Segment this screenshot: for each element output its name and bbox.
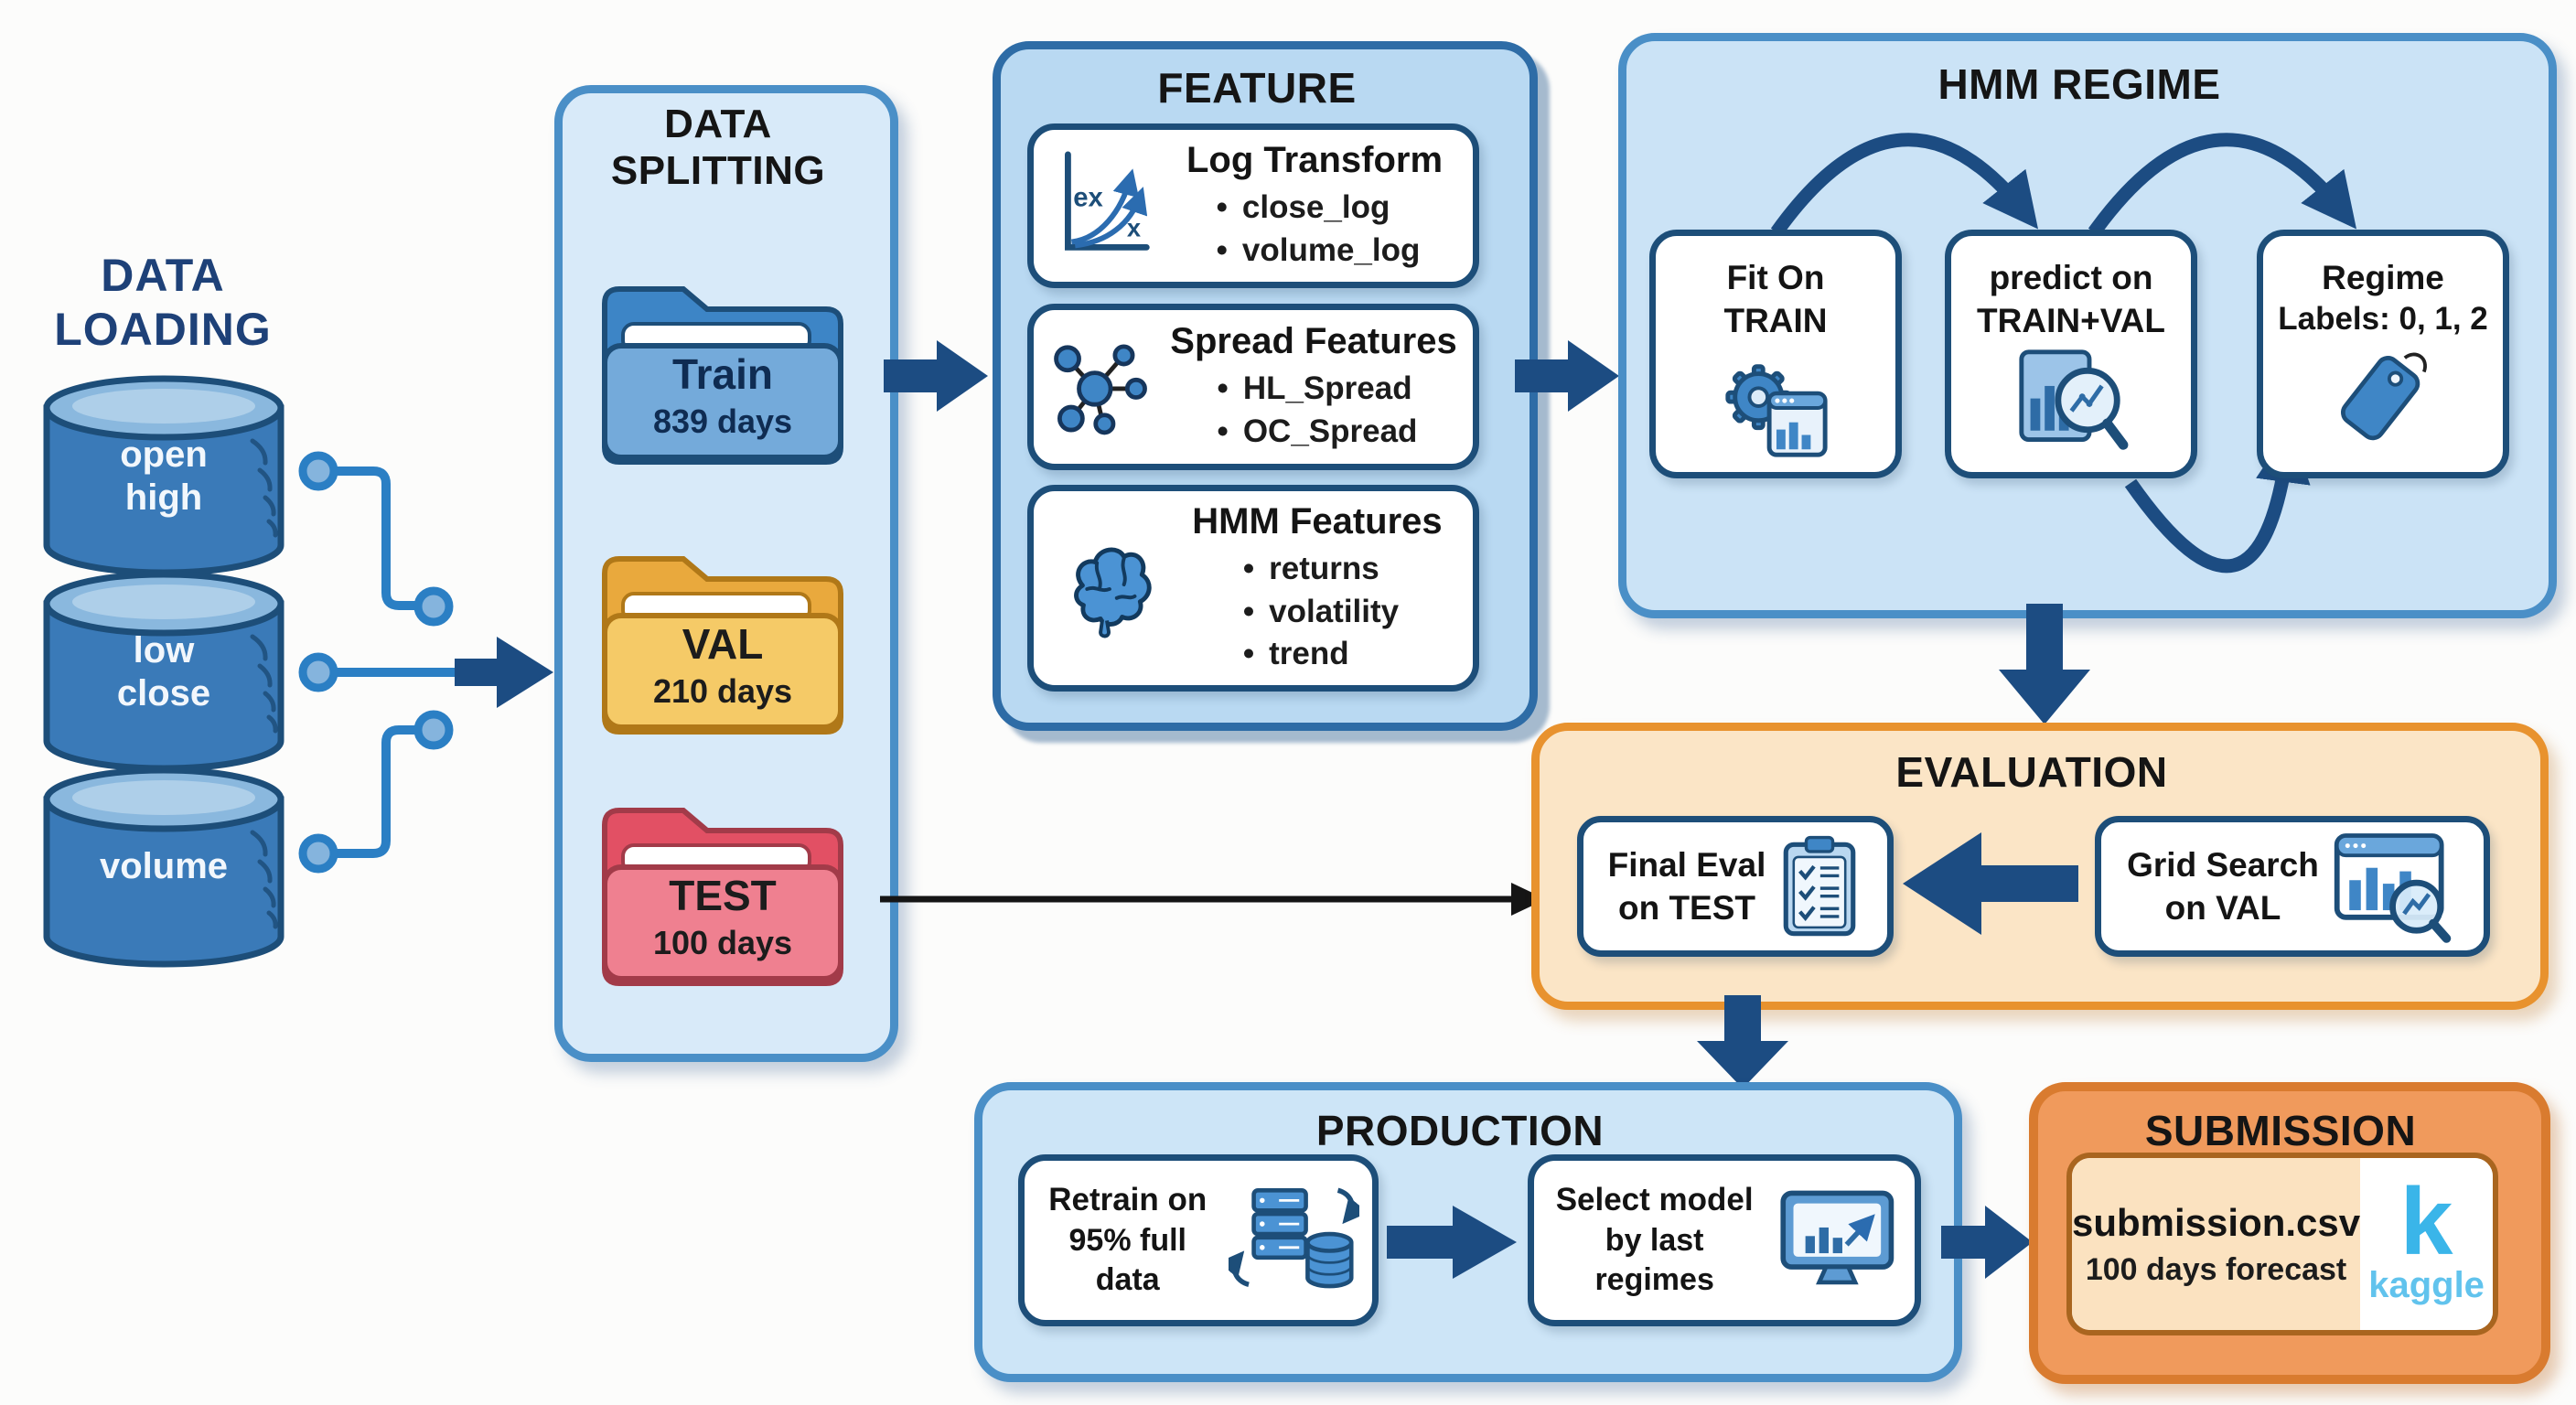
arrow-retrain-to-select [1387, 1206, 1517, 1279]
card-line: Labels: 0, 1, 2 [2278, 301, 2488, 338]
card-line: TRAIN+VAL [1977, 302, 2165, 340]
arrow-loading-to-splitting [455, 637, 553, 708]
card-title: HMM Features [1192, 500, 1443, 542]
db-label-open-high: open high [120, 434, 208, 519]
folder-test-label: TEST [669, 872, 777, 919]
feature-item: close_log [1217, 187, 1421, 230]
card-title: Spread Features [1170, 321, 1457, 362]
feature-item: volatility [1243, 591, 1399, 634]
spread-features-card: Spread Features HL_Spread OC_Spread [1027, 304, 1479, 470]
folder-test-icon [602, 808, 843, 986]
arrow-evaluation-to-production [1697, 995, 1788, 1089]
card-line: Regime [2322, 259, 2444, 296]
exp-curve-icon: ex x [1065, 151, 1150, 251]
log-transform-card: ex x Log Transform close_log volume_log [1027, 123, 1479, 288]
card-line: Final Eval [1607, 845, 1766, 884]
arrow-test-to-evaluation [880, 883, 1546, 916]
feature-item: returns [1243, 548, 1399, 591]
hmm-flow-arrows [1770, 133, 2357, 574]
card-title: Log Transform [1186, 140, 1444, 181]
feature-title: FEATURE [1157, 64, 1357, 112]
feature-item: trend [1243, 633, 1399, 676]
card-line: predict on [1989, 259, 2153, 296]
retrain-card: Retrain on 95% full data [1018, 1154, 1379, 1326]
monitor-chart-icon [1780, 1190, 1894, 1285]
submission-file-desc: 100 days forecast [2085, 1251, 2347, 1287]
submission-file-name: submission.csv [2072, 1200, 2361, 1244]
window-chart-magnifier-icon [2334, 833, 2452, 943]
arrow-hmm-to-evaluation [1999, 604, 2090, 724]
chart-magnifier-icon [2019, 349, 2129, 450]
arrow-feature-to-hmm [1515, 340, 1619, 412]
production-title: PRODUCTION [1315, 1107, 1605, 1154]
kaggle-wordmark: kaggle [2368, 1264, 2485, 1305]
data-splitting-title: DATA SPLITTING [610, 102, 826, 194]
feature-item: HL_Spread [1218, 368, 1418, 411]
submission-title: SUBMISSION [2144, 1107, 2417, 1154]
circuit-connector-icon [298, 451, 464, 874]
gear-window-icon [1725, 363, 1828, 457]
clipboard-checklist-icon [1784, 835, 1856, 937]
feature-item: OC_Spread [1218, 411, 1418, 454]
final-eval-card: Final Eval on TEST [1577, 816, 1894, 957]
predict-on-train-val-card: predict on TRAIN+VAL [1945, 230, 2197, 478]
network-icon [1054, 344, 1147, 435]
brain-icon [1074, 547, 1152, 638]
db-label-low-close: low close [116, 630, 211, 714]
card-line: on TEST [1617, 889, 1756, 927]
card-line: on VAL [2164, 889, 2281, 927]
db-label-volume: volume [99, 846, 229, 886]
card-line: Retrain on [1048, 1182, 1208, 1218]
server-database-sync-icon [1229, 1187, 1359, 1289]
arrow-production-to-submission [1941, 1206, 2033, 1279]
card-line: by last regimes [1594, 1222, 1714, 1298]
price-tag-icon [2340, 352, 2427, 441]
submission-file-card: submission.csv 100 days forecast k kaggl… [2066, 1153, 2498, 1335]
database-stack-icon [43, 375, 284, 968]
arrow-splitting-to-feature [884, 340, 988, 412]
folder-val-days: 210 days [652, 672, 793, 710]
card-line: TRAIN [1723, 302, 1828, 340]
svg-text:x: x [1127, 214, 1141, 242]
regime-labels-card: Regime Labels: 0, 1, 2 [2257, 230, 2509, 478]
data-loading-title: DATA LOADING [54, 250, 272, 355]
card-line: Select model [1555, 1182, 1754, 1218]
folder-val-icon [602, 556, 843, 735]
kaggle-k-letter: k [2399, 1169, 2453, 1276]
evaluation-title: EVALUATION [1895, 748, 2168, 796]
folder-test-days: 100 days [652, 924, 793, 961]
feature-item: volume_log [1217, 230, 1420, 273]
folder-train-icon [602, 286, 843, 465]
hmm-regime-title: HMM REGIME [1937, 60, 2221, 108]
arrow-gridsearch-to-finaleval [1903, 832, 2078, 935]
hmm-features-card: HMM Features returns volatility trend [1027, 485, 1479, 692]
select-model-card: Select model by last regimes [1528, 1154, 1921, 1326]
grid-search-card: Grid Search on VAL [2095, 816, 2490, 957]
svg-text:ex: ex [1073, 182, 1103, 212]
card-line: Grid Search [2127, 845, 2319, 884]
card-line: Fit On [1726, 259, 1825, 296]
card-line: 95% full data [1068, 1222, 1186, 1298]
folder-val-label: VAL [682, 620, 764, 668]
fit-on-train-card: Fit On TRAIN [1649, 230, 1902, 478]
folder-train-label: Train [672, 350, 773, 398]
kaggle-logo: k kaggle [2360, 1158, 2493, 1330]
folder-train-days: 839 days [652, 402, 793, 440]
